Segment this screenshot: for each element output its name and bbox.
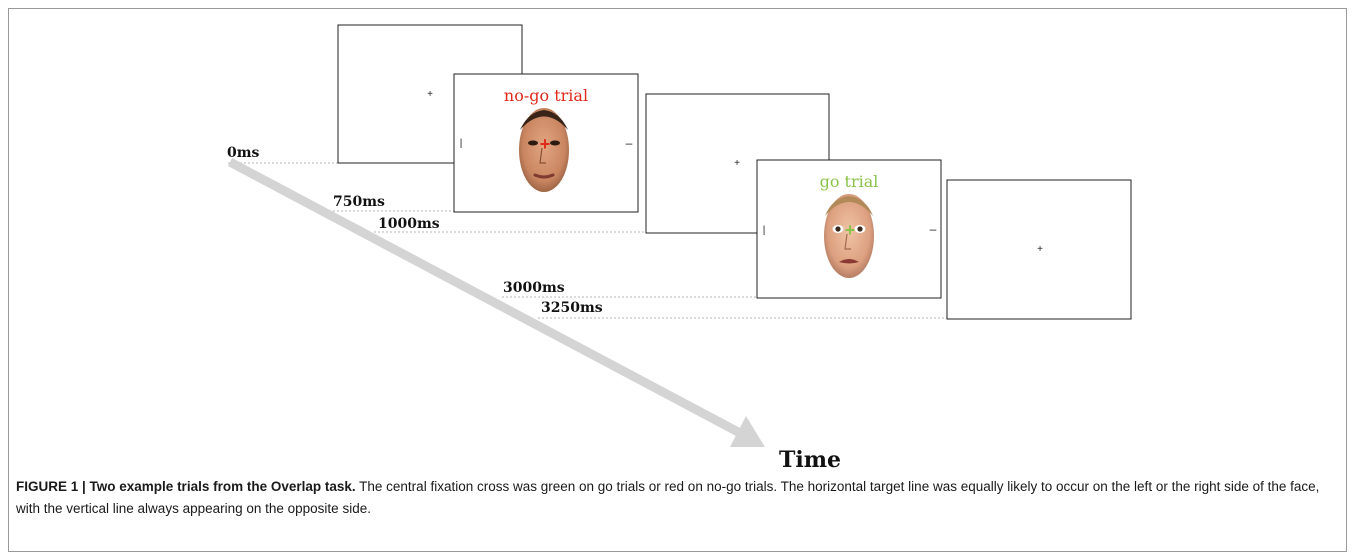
horizontal-target-line-1: – bbox=[626, 136, 633, 150]
horizontal-target-line-2: – bbox=[930, 222, 937, 236]
fixation-cross-1: + bbox=[427, 89, 433, 100]
timepoint-label-3000ms: 3000ms bbox=[503, 280, 565, 296]
screen-no-go-trial: no-go trial + | – bbox=[453, 73, 639, 213]
fixation-cross-green: + bbox=[845, 220, 856, 240]
time-arrow bbox=[227, 158, 765, 447]
no-go-trial-label: no-go trial bbox=[504, 86, 588, 105]
time-axis-label: Time bbox=[779, 447, 841, 470]
figure-caption: FIGURE 1 | Two example trials from the O… bbox=[16, 476, 1338, 520]
fixation-cross-red: + bbox=[540, 134, 551, 154]
trial-timeline-diagram: 0ms 750ms 1000ms 3000ms 3250ms Time + no… bbox=[227, 24, 1132, 470]
timepoint-lines bbox=[228, 162, 947, 319]
timepoint-label-1000ms: 1000ms bbox=[378, 216, 440, 232]
vertical-target-line-2: | bbox=[763, 225, 766, 236]
fixation-cross-2: + bbox=[734, 158, 740, 169]
timepoint-label-750ms: 750ms bbox=[333, 194, 385, 210]
caption-body: The central fixation cross was green on … bbox=[16, 479, 1320, 516]
screen-fixation-3: + bbox=[946, 179, 1132, 320]
timepoint-label-0ms: 0ms bbox=[227, 145, 260, 161]
fearful-face bbox=[824, 194, 874, 278]
screen-go-trial: go trial + | – bbox=[756, 159, 942, 299]
vertical-target-line-1: | bbox=[460, 138, 463, 149]
neutral-face bbox=[519, 108, 569, 192]
timepoint-label-3250ms: 3250ms bbox=[541, 300, 603, 316]
go-trial-label: go trial bbox=[820, 172, 879, 191]
fixation-cross-3: + bbox=[1037, 244, 1043, 255]
caption-title: FIGURE 1 | Two example trials from the O… bbox=[16, 479, 356, 494]
